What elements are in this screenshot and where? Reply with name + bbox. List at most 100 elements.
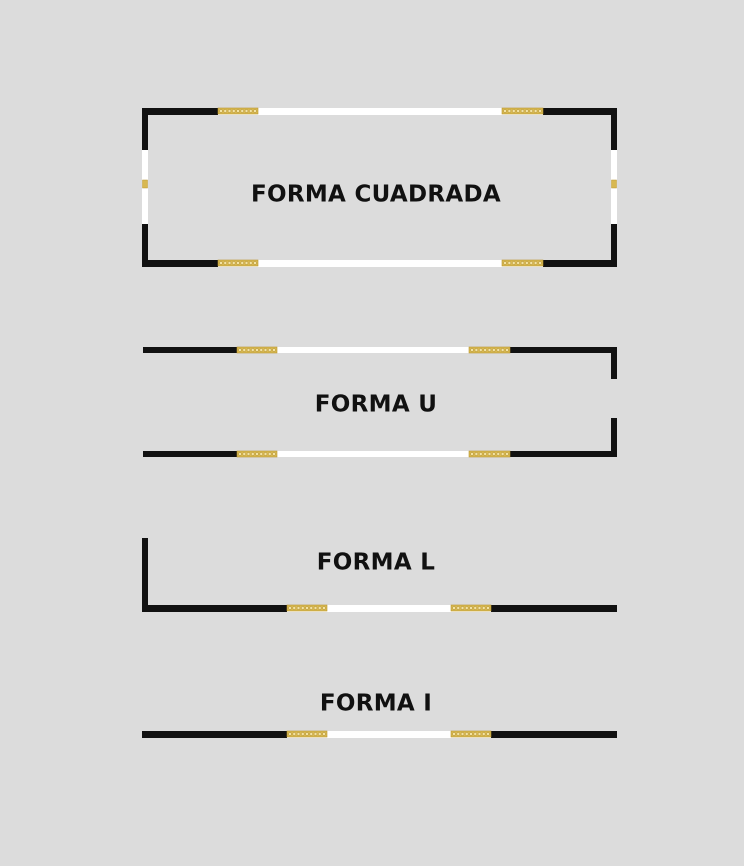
track-segment: [142, 605, 287, 612]
led-dot: [322, 732, 326, 736]
led-dot: [246, 452, 251, 456]
led-dot: [288, 606, 292, 610]
led-dot: [500, 348, 505, 352]
led-dot: [465, 606, 469, 610]
led-dot: [486, 732, 490, 736]
track-segment: [237, 347, 510, 353]
track-segment: [491, 605, 617, 612]
led-dot: [474, 348, 479, 352]
led-module: [501, 107, 544, 115]
led-module: [611, 179, 617, 189]
led-dot: [525, 109, 529, 113]
led-dot: [313, 606, 318, 610]
led-dot: [487, 452, 492, 456]
track-segment: [543, 108, 617, 115]
track-segment: [611, 224, 617, 267]
led-dot: [238, 452, 242, 456]
led-module: [142, 179, 148, 189]
led-dot: [520, 261, 525, 265]
led-dot: [465, 732, 469, 736]
led-dot: [477, 606, 482, 610]
led-dot: [322, 606, 326, 610]
track-segment: [142, 224, 148, 267]
led-dot: [268, 452, 272, 456]
led-dot: [263, 348, 268, 352]
track-segment: [237, 451, 510, 457]
led-dot: [253, 109, 257, 113]
led-dot: [505, 348, 509, 352]
led-dot: [483, 348, 487, 352]
led-dot: [512, 109, 516, 113]
led-dot: [272, 452, 276, 456]
led-dot: [232, 261, 236, 265]
led-dot: [259, 348, 263, 352]
led-module: [286, 730, 328, 738]
led-module: [286, 604, 328, 612]
led-dot: [533, 261, 538, 265]
led-dot: [288, 732, 292, 736]
led-dot: [474, 452, 479, 456]
track-segment: [611, 108, 617, 150]
track-segment: [611, 418, 617, 457]
led-dot: [525, 261, 529, 265]
led-dot: [240, 261, 244, 265]
led-dot: [305, 606, 309, 610]
led-dot: [259, 452, 263, 456]
led-dot: [500, 452, 505, 456]
led-dot: [492, 348, 496, 352]
led-dot: [309, 606, 313, 610]
led-dot: [249, 109, 253, 113]
led-dot: [268, 348, 272, 352]
track-segment: [218, 108, 543, 115]
led-dot: [242, 452, 246, 456]
led-dot: [492, 452, 496, 456]
led-dot: [512, 261, 516, 265]
track-segment: [287, 605, 491, 612]
led-dot: [309, 732, 313, 736]
led-dot: [456, 606, 460, 610]
track-segment: [142, 108, 148, 150]
track-segment: [543, 260, 617, 267]
led-dot: [503, 109, 507, 113]
led-dot: [507, 109, 512, 113]
led-dot: [255, 452, 259, 456]
led-dot: [496, 452, 500, 456]
led-dot: [483, 452, 487, 456]
led-dot: [292, 606, 296, 610]
led-dot: [516, 109, 520, 113]
led-dot: [219, 109, 223, 113]
track-segment: [143, 347, 237, 353]
led-dot: [503, 261, 507, 265]
shape-title: FORMA I: [320, 691, 432, 717]
track-segment: [510, 451, 617, 457]
led-dot: [496, 348, 500, 352]
led-dot: [227, 261, 232, 265]
shape-title: FORMA L: [317, 550, 435, 576]
led-module: [468, 346, 511, 354]
led-dot: [244, 261, 249, 265]
led-dot: [460, 732, 465, 736]
i-shape: FORMA I: [142, 691, 617, 738]
led-dot: [533, 109, 538, 113]
led-dot: [482, 606, 486, 610]
led-dot: [507, 261, 512, 265]
led-dot: [249, 261, 253, 265]
led-dot: [520, 109, 525, 113]
track-segment: [510, 347, 617, 353]
track-segment: [142, 731, 287, 738]
led-dot: [232, 109, 236, 113]
led-module: [450, 604, 492, 612]
led-dot: [236, 261, 240, 265]
shape-title: FORMA U: [315, 392, 437, 418]
led-dot: [516, 261, 520, 265]
led-dot: [223, 261, 227, 265]
led-dot: [479, 348, 483, 352]
led-module: [468, 450, 511, 458]
led-dot: [318, 606, 322, 610]
led-dot: [263, 452, 268, 456]
track-segment: [611, 347, 617, 379]
led-dot: [272, 348, 276, 352]
led-dot: [313, 732, 318, 736]
led-dot: [460, 606, 465, 610]
